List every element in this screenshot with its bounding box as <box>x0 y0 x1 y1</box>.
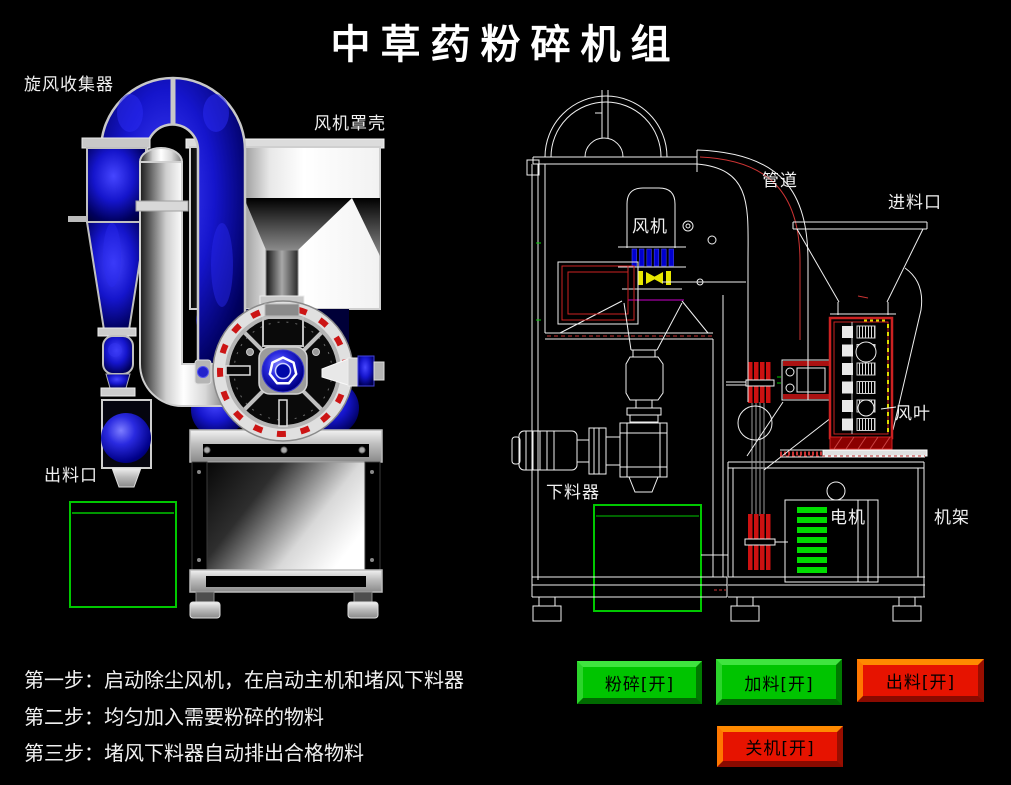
label-inlet: 进料口 <box>888 193 942 213</box>
page-title: 中草药粉碎机组 <box>330 22 681 68</box>
cyclone-collector <box>68 76 247 488</box>
label-outlet: 出料口 <box>44 466 98 486</box>
fan-impeller-bars <box>631 248 674 267</box>
cad-motor <box>784 481 879 583</box>
cad-base-legs <box>531 554 922 622</box>
label-fan: 风机 <box>632 217 668 237</box>
fan-bearing-yellow <box>638 271 671 285</box>
left-machine-rendering <box>68 76 385 619</box>
cad-red-box <box>557 261 639 325</box>
label-fan-housing: 风机罩壳 <box>314 114 386 134</box>
label-motor: 电机 <box>830 508 866 528</box>
label-feeder: 下料器 <box>546 483 600 503</box>
step-line-1: 第一步：启动除尘风机，在启动主机和堵风下料器 <box>24 668 464 692</box>
collection-bin-right <box>593 504 702 612</box>
right-machine-cad <box>511 90 928 622</box>
cad-fan <box>618 187 694 312</box>
collection-bin-left <box>69 501 177 608</box>
motor-stripes <box>797 507 827 573</box>
feed-button[interactable]: 加料[开] <box>716 659 842 705</box>
cad-feeder-stack <box>511 302 683 493</box>
label-fan-blade: 风叶 <box>895 404 931 424</box>
label-duct: 管道 <box>762 171 798 191</box>
cad-hopper <box>792 221 928 431</box>
label-frame: 机架 <box>934 508 970 528</box>
riser-pipe <box>135 147 228 407</box>
crush-button[interactable]: 粉碎[开] <box>577 661 702 704</box>
label-cyclone-collector: 旋风收集器 <box>24 75 114 95</box>
shaft-fitting-right <box>321 355 385 387</box>
machine-base <box>189 429 383 619</box>
shutdown-button[interactable]: 关机[开] <box>717 726 843 767</box>
cad-grind-chamber <box>780 316 928 457</box>
discharge-valve-sphere <box>101 413 151 463</box>
outlet-spout <box>111 467 142 488</box>
operating-steps: 第一步：启动除尘风机，在启动主机和堵风下料器 第二步：均匀加入需要粉碎的物料 第… <box>24 662 464 772</box>
cad-arch-top <box>544 90 668 158</box>
cad-belt-drive <box>726 359 846 570</box>
step-line-2: 第二步：均匀加入需要粉碎的物料 <box>24 704 324 729</box>
discharge-button[interactable]: 出料[开] <box>857 659 984 702</box>
step-line-3: 第三步：堵风下料器自动排出合格物料 <box>24 741 364 765</box>
shaft-fitting-left <box>194 359 212 385</box>
